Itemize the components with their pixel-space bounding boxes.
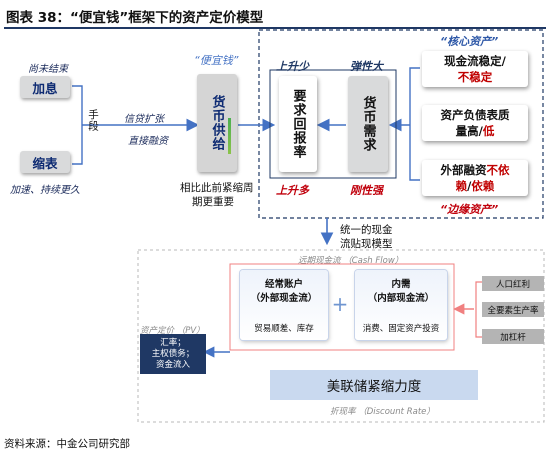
cheap-money-caption: “便宜钱” — [194, 54, 239, 67]
cashflow-label: 远期现金流 （Cash Flow） — [298, 256, 404, 266]
discount-rate-label: 折现率 （Discount Rate） — [330, 407, 435, 417]
pv-label: 资产定价 （PV） — [140, 326, 205, 336]
pv-box-line2: 主权债务； — [151, 348, 195, 359]
required-return-box: 要求回报率 — [279, 76, 317, 172]
money-demand-label: 货币需求 — [360, 96, 376, 152]
lower-dashed-frame — [137, 249, 545, 423]
direct-financing-label: 直接融资 — [128, 136, 168, 147]
pv-box: 汇率； 主权债务； 资金流入 — [140, 334, 206, 374]
rise-less-label: 上升少 — [276, 60, 309, 73]
left-bracket — [72, 85, 83, 165]
asset-item-balance-sheet-line2: 量高/低 — [455, 124, 495, 138]
means-label: 手段 — [87, 109, 99, 132]
rate-hike-label: 加息 — [32, 80, 58, 96]
high-elasticity-label: 弹性大 — [350, 60, 383, 73]
edge-assets-label: “边缘资产” — [440, 203, 499, 216]
factor-leverage: 加杠杆 — [482, 329, 544, 344]
asset-item-balance-sheet: 资产负债表质 量高/低 — [422, 105, 528, 141]
dcf-caption-line2: 流贴现模型 — [340, 238, 393, 250]
upper-dashed-frame — [258, 29, 544, 219]
current-account-title1: 经常账户 — [264, 279, 303, 290]
money-supply-label: 货币供给 — [209, 95, 225, 151]
factor-bracket — [475, 281, 484, 338]
pv-box-line1: 汇率； — [160, 337, 186, 348]
plus-icon: + — [331, 292, 349, 316]
balance-sheet-reduction-box: 缩表 — [20, 151, 70, 173]
money-supply-box: 货币供给 — [197, 74, 237, 172]
supply-note-line2: 期更重要 — [192, 196, 234, 208]
current-account-title2: （外部现金流） — [250, 293, 318, 304]
factor-demographic-dividend: 人口红利 — [482, 276, 544, 291]
asset-bracket — [409, 67, 420, 181]
left-top-caption: 尚未结束 — [28, 64, 68, 75]
required-return-label: 要求回报率 — [290, 89, 306, 159]
domestic-demand-title1: 内需 — [391, 279, 411, 290]
asset-item-external-financing: 外部融资不依 赖/依赖 — [422, 160, 528, 196]
title-rule — [4, 27, 546, 29]
asset-item-external-financing-line2: 赖/依赖 — [455, 179, 495, 193]
asset-item-external-financing-line1: 外部融资不依 — [440, 163, 510, 177]
domestic-demand-detail: 消费、固定资产投资 — [362, 324, 440, 334]
inner-frame — [269, 69, 397, 179]
source-note: 资料来源：中金公司研究部 — [4, 438, 130, 450]
rate-hike-box: 加息 — [20, 76, 70, 98]
asset-item-cashflow: 现金流稳定/ 不稳定 — [422, 51, 528, 87]
supply-note-line1: 相比此前紧缩周 — [180, 182, 254, 194]
pv-box-line3: 资金流入 — [155, 359, 190, 370]
core-assets-label: “核心资产” — [440, 35, 499, 48]
figure-title: 图表 38：“便宜钱”框架下的资产定价模型 — [6, 10, 264, 26]
down-indicator-bar — [228, 118, 231, 154]
asset-item-cashflow-line1: 现金流稳定/ — [444, 54, 506, 68]
fed-tightening-bar: 美联储紧缩力度 — [270, 370, 478, 400]
domestic-demand-title2: （内部现金流） — [367, 293, 435, 304]
rise-more-label: 上升多 — [276, 184, 309, 197]
current-account-detail: 贸易顺差、库存 — [254, 324, 314, 334]
domestic-demand-card: 内需 （内部现金流） 消费、固定资产投资 — [355, 270, 447, 340]
factor-tfp: 全要素生产率 — [482, 302, 544, 317]
left-bottom-caption: 加速、持续更久 — [10, 185, 80, 196]
dcf-caption-line1: 统一的现金 — [340, 224, 393, 236]
balance-sheet-reduction-label: 缩表 — [32, 155, 58, 171]
money-demand-box: 货币需求 — [348, 76, 388, 172]
asset-item-cashflow-line2: 不稳定 — [457, 70, 493, 84]
current-account-card: 经常账户 （外部现金流） 贸易顺差、库存 — [240, 270, 328, 340]
asset-item-balance-sheet-line1: 资产负债表质 — [440, 108, 510, 122]
rigid-label: 刚性强 — [350, 184, 383, 197]
credit-expansion-label: 信贷扩张 — [124, 114, 164, 125]
